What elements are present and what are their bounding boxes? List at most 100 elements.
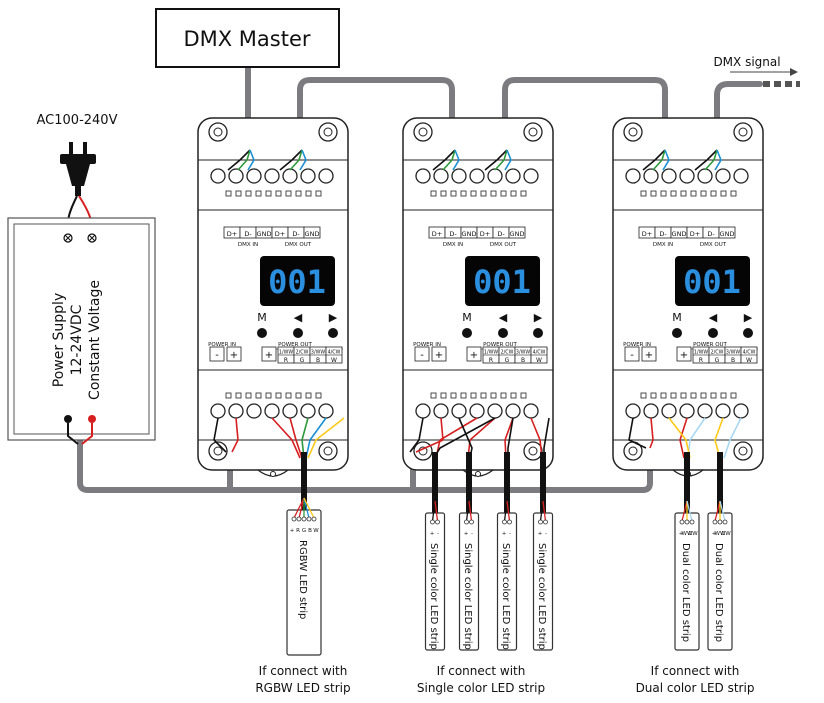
led-strip-body (424, 512, 446, 651)
screw-terminal-icon (415, 168, 431, 184)
dmx-master-box: DMX Master (155, 8, 340, 68)
left-button[interactable] (293, 328, 303, 338)
led-strip-label: Dual color LED strip (713, 543, 724, 642)
power-in-terminal: + (645, 350, 653, 361)
screw-terminal-icon (625, 403, 641, 419)
led-strip-body (458, 512, 480, 651)
address-display (465, 256, 540, 306)
channel-label-bottom: B (316, 357, 320, 364)
strip-pin-label: - (471, 531, 473, 537)
button-label-mode: M (672, 311, 682, 324)
address-display-value: 001 (473, 263, 531, 301)
led-strip-label: Single color LED strip (462, 543, 473, 650)
button-label-mode: M (462, 311, 472, 324)
screw-terminal-icon (282, 168, 298, 184)
dmx-terminal-label: D- (659, 230, 667, 238)
channel-label-top: 3/WW (726, 350, 740, 356)
screw-terminal-icon (733, 403, 749, 419)
channel-label-bottom: G (505, 357, 510, 364)
channel-label-top: 2/CW (501, 350, 514, 356)
power-out-label: POWER OUT (693, 342, 727, 348)
screw-terminal-icon (523, 403, 539, 419)
screw-terminal-icon (282, 403, 298, 419)
right-button[interactable] (328, 328, 338, 338)
channel-label-bottom: R (489, 357, 493, 364)
channel-label-top: 3/WW (516, 350, 530, 356)
left-button[interactable] (708, 328, 718, 338)
strip-pin-label: - (545, 531, 547, 537)
strip-pin-label: + (464, 531, 469, 537)
power-in-label: POWER IN (623, 342, 651, 348)
channel-label-top: 4/CW (328, 350, 341, 356)
dmx-master-label: DMX Master (183, 27, 310, 51)
led-strip-label: Single color LED strip (536, 543, 547, 650)
single-color-led-strip-1: +-Single color LED strip (424, 452, 446, 651)
left-button[interactable] (498, 328, 508, 338)
channel-label-bottom: B (521, 357, 525, 364)
dmx-cable-2-3 (502, 77, 668, 153)
channel-label-bottom: R (284, 357, 288, 364)
screw-terminal-icon (679, 403, 695, 419)
screw-terminal-icon (228, 168, 244, 184)
screw-terminal-icon (625, 168, 641, 184)
screw-terminal-icon (300, 168, 316, 184)
dmx-signal-label: DMX signal (713, 55, 780, 69)
mode-button[interactable] (672, 328, 682, 338)
channel-label-bottom: G (300, 357, 305, 364)
address-display-value: 001 (268, 263, 326, 301)
dmx-terminal-label: D+ (642, 230, 652, 238)
channel-label-top: 3/WW (311, 350, 325, 356)
button-label-left: ◀ (294, 311, 303, 324)
power-in-terminal: + (435, 350, 443, 361)
mode-button[interactable] (257, 328, 267, 338)
strip-pin-label: + (712, 531, 717, 537)
power-in-terminal: - (420, 350, 424, 361)
dmx-terminal-label: D- (497, 230, 505, 238)
power-supply-title: Power Supply (51, 293, 67, 388)
led-strip-label: RGBW LED strip (297, 540, 308, 619)
channel-label-bottom: G (715, 357, 720, 364)
channel-label-bottom: W (746, 357, 752, 364)
screw-terminal-icon (469, 168, 485, 184)
dmx-terminal-label: D- (449, 230, 457, 238)
channel-label-top: 1/WW (279, 350, 293, 356)
screw-terminal-icon (210, 403, 226, 419)
strip-pin-label: G (302, 528, 306, 534)
caption-single: If connect with Single color LED strip (398, 663, 564, 697)
screw-terminal-icon (433, 403, 449, 419)
screw-terminal-icon (733, 168, 749, 184)
power-in-terminal: - (215, 350, 219, 361)
screw-terminal-icon (697, 168, 713, 184)
single-color-led-strip-2: +- Single color LED strip (458, 452, 480, 651)
dmx-in-label: DMX IN (653, 242, 673, 248)
strip-pin-label: - (509, 531, 511, 537)
screw-terminal-icon (661, 403, 677, 419)
power-bus-cable (77, 437, 653, 493)
single-color-led-strip-4: +- Single color LED strip (532, 452, 554, 651)
right-button[interactable] (743, 328, 753, 338)
caption-single-line2: Single color LED strip (416, 681, 546, 695)
screw-terminal-icon (415, 403, 431, 419)
button-label-left: ◀ (709, 311, 718, 324)
screw-terminal-icon (264, 403, 280, 419)
strip-pin-label: + (538, 531, 543, 537)
dmx-cable-out (714, 81, 763, 153)
screw-terminal-icon (300, 403, 316, 419)
power-out-label: POWER OUT (278, 342, 312, 348)
screw-terminal-icon (264, 168, 280, 184)
power-supply-box: Power Supply 12-24VDC Constant Voltage (7, 217, 156, 441)
led-strip-body (496, 512, 518, 651)
single-color-led-strip-3: +-Single color LED strip (496, 452, 518, 651)
caption-dual-line1: If connect with (650, 664, 740, 678)
strip-pin-label: - (437, 531, 439, 537)
dmx-terminal-label: GND (672, 230, 687, 238)
mode-button[interactable] (462, 328, 472, 338)
right-button[interactable] (533, 328, 543, 338)
caption-dual: If connect with Dual color LED strip (615, 663, 775, 697)
screw-terminal-icon (433, 168, 449, 184)
